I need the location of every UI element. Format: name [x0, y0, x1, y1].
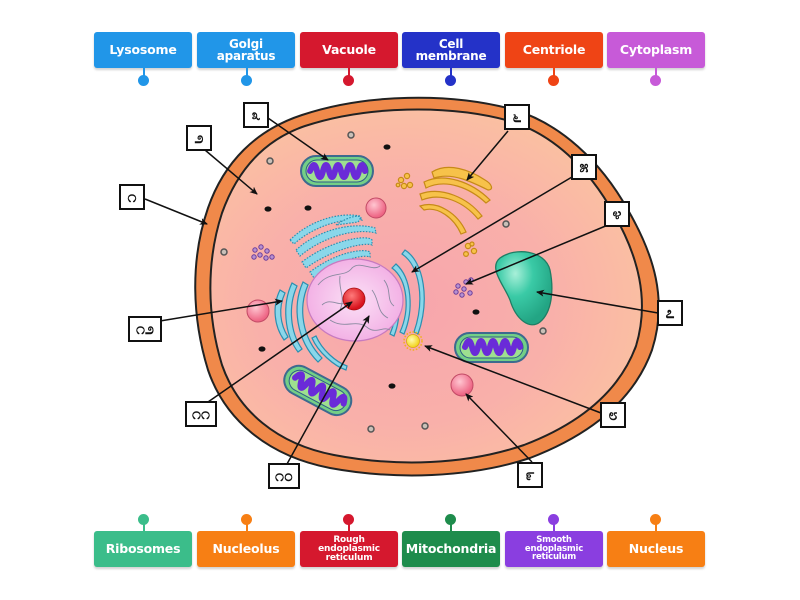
pin-handle-nucleus[interactable]: [650, 514, 661, 525]
tile-label: Golgi aparatus: [216, 37, 276, 63]
marker-6[interactable]: ೬: [504, 104, 530, 130]
marker-number: ೮: [608, 405, 618, 424]
pin-handle-cytoplasm[interactable]: [650, 75, 661, 86]
pin-stem: [553, 68, 555, 77]
marker-number: ೩: [251, 105, 261, 124]
label-tile-smooth-endoplasmic-reticulum[interactable]: Smooth endoplasmic reticulum: [505, 531, 603, 567]
tile-label: Centriole: [522, 41, 586, 57]
leader-line-3: [267, 117, 329, 161]
label-tile-lysosome[interactable]: Lysosome: [94, 32, 192, 68]
tile-label: Nucleus: [628, 540, 684, 556]
marker-number: ೭: [665, 303, 675, 322]
mitochondrion-lower-left: [283, 364, 353, 417]
marker-number: ೧೧: [192, 404, 210, 423]
pin-stem: [143, 522, 145, 531]
marker-number: ೧೦: [275, 466, 293, 485]
tile-label: Vacuole: [322, 41, 376, 57]
pin-stem: [450, 522, 452, 531]
label-tile-centriole[interactable]: Centriole: [505, 32, 603, 68]
tile-label: Cytoplasm: [619, 41, 693, 57]
marker-7[interactable]: ೭: [657, 300, 683, 326]
leader-line-4: [465, 224, 609, 285]
marker-3[interactable]: ೩: [243, 102, 269, 128]
chromatin: [317, 264, 395, 331]
centriole-shape: [403, 331, 423, 351]
label-tile-ribosomes[interactable]: Ribosomes: [94, 531, 192, 567]
marker-11[interactable]: ೧೧: [185, 401, 217, 427]
leader-lines: [144, 117, 659, 465]
pin-handle-smooth-er[interactable]: [548, 514, 559, 525]
marker-1[interactable]: ೧: [119, 184, 145, 210]
pin-handle-lysosome[interactable]: [138, 75, 149, 86]
marker-10[interactable]: ೧೦: [268, 463, 300, 489]
marker-2[interactable]: ೨: [186, 125, 212, 151]
pin-stem: [553, 522, 555, 531]
tile-label: Ribosomes: [105, 540, 181, 556]
golgi-apparatus: [395, 166, 493, 258]
label-tile-golgi-aparatus[interactable]: Golgi aparatus: [197, 32, 295, 68]
rough-er-left: [274, 281, 348, 371]
pin-stem: [655, 68, 657, 77]
label-tile-cytoplasm[interactable]: Cytoplasm: [607, 32, 705, 68]
pin-handle-vacuole[interactable]: [343, 75, 354, 86]
label-tile-cell-membrane[interactable]: Cell membrane: [402, 32, 500, 68]
tile-label: Mitochondria: [405, 540, 497, 556]
pin-stem: [348, 68, 350, 77]
label-tile-nucleolus[interactable]: Nucleolus: [197, 531, 295, 567]
marker-number: ೯: [525, 465, 535, 484]
marker-4[interactable]: ೪: [604, 201, 630, 227]
pin-handle-ribosomes[interactable]: [138, 514, 149, 525]
marker-number: ೫: [579, 157, 589, 176]
label-tile-rough-endoplasmic-reticulum[interactable]: Rough endoplasmic reticulum: [300, 531, 398, 567]
marker-9[interactable]: ೯: [517, 462, 543, 488]
leader-line-10: [286, 315, 370, 465]
leader-line-6: [466, 130, 509, 181]
tile-label: Rough endoplasmic reticulum: [318, 534, 380, 563]
mitochondrion-right: [454, 332, 529, 363]
marker-5[interactable]: ೫: [571, 154, 597, 180]
marker-12[interactable]: ೧೨: [128, 316, 162, 342]
marker-number: ೪: [612, 204, 622, 223]
pin-handle-golgi-aparatus[interactable]: [241, 75, 252, 86]
lysosome-granules-left: [251, 244, 275, 261]
leader-line-1: [144, 198, 208, 225]
rough-er-upper: [289, 214, 377, 279]
leader-line-12: [159, 298, 283, 322]
mitochondrion-top: [300, 155, 374, 187]
marker-8[interactable]: ೮: [600, 402, 626, 428]
marker-number: ೧: [127, 187, 137, 206]
marker-number: ೬: [512, 107, 522, 126]
leader-line-2: [204, 149, 258, 195]
label-tile-mitochondria[interactable]: Mitochondria: [402, 531, 500, 567]
leader-line-5: [411, 176, 573, 273]
pin-stem: [348, 522, 350, 531]
marker-number: ೨: [194, 128, 204, 147]
ribosome-dots: [258, 144, 480, 389]
leader-line-8: [424, 345, 602, 414]
pin-handle-mitochondria[interactable]: [445, 514, 456, 525]
pin-handle-rough-er[interactable]: [343, 514, 354, 525]
label-tile-nucleus[interactable]: Nucleus: [607, 531, 705, 567]
leader-line-9: [465, 393, 533, 463]
tile-label: Cell membrane: [415, 37, 487, 63]
pin-handle-nucleolus[interactable]: [241, 514, 252, 525]
marker-number: ೧೨: [136, 319, 154, 338]
pin-stem: [450, 68, 452, 77]
pin-stem: [143, 68, 145, 77]
tile-label: Nucleolus: [212, 540, 280, 556]
label-tile-vacuole[interactable]: Vacuole: [300, 32, 398, 68]
pin-handle-cell-membrane[interactable]: [445, 75, 456, 86]
pin-stem: [246, 522, 248, 531]
leader-line-7: [536, 289, 659, 314]
pin-stem: [655, 522, 657, 531]
pin-stem: [246, 68, 248, 77]
pin-handle-centriole[interactable]: [548, 75, 559, 86]
small-granules: [220, 131, 547, 433]
tile-label: Smooth endoplasmic reticulum: [524, 535, 584, 563]
tile-label: Lysosome: [109, 41, 177, 57]
leader-line-11: [207, 301, 353, 403]
